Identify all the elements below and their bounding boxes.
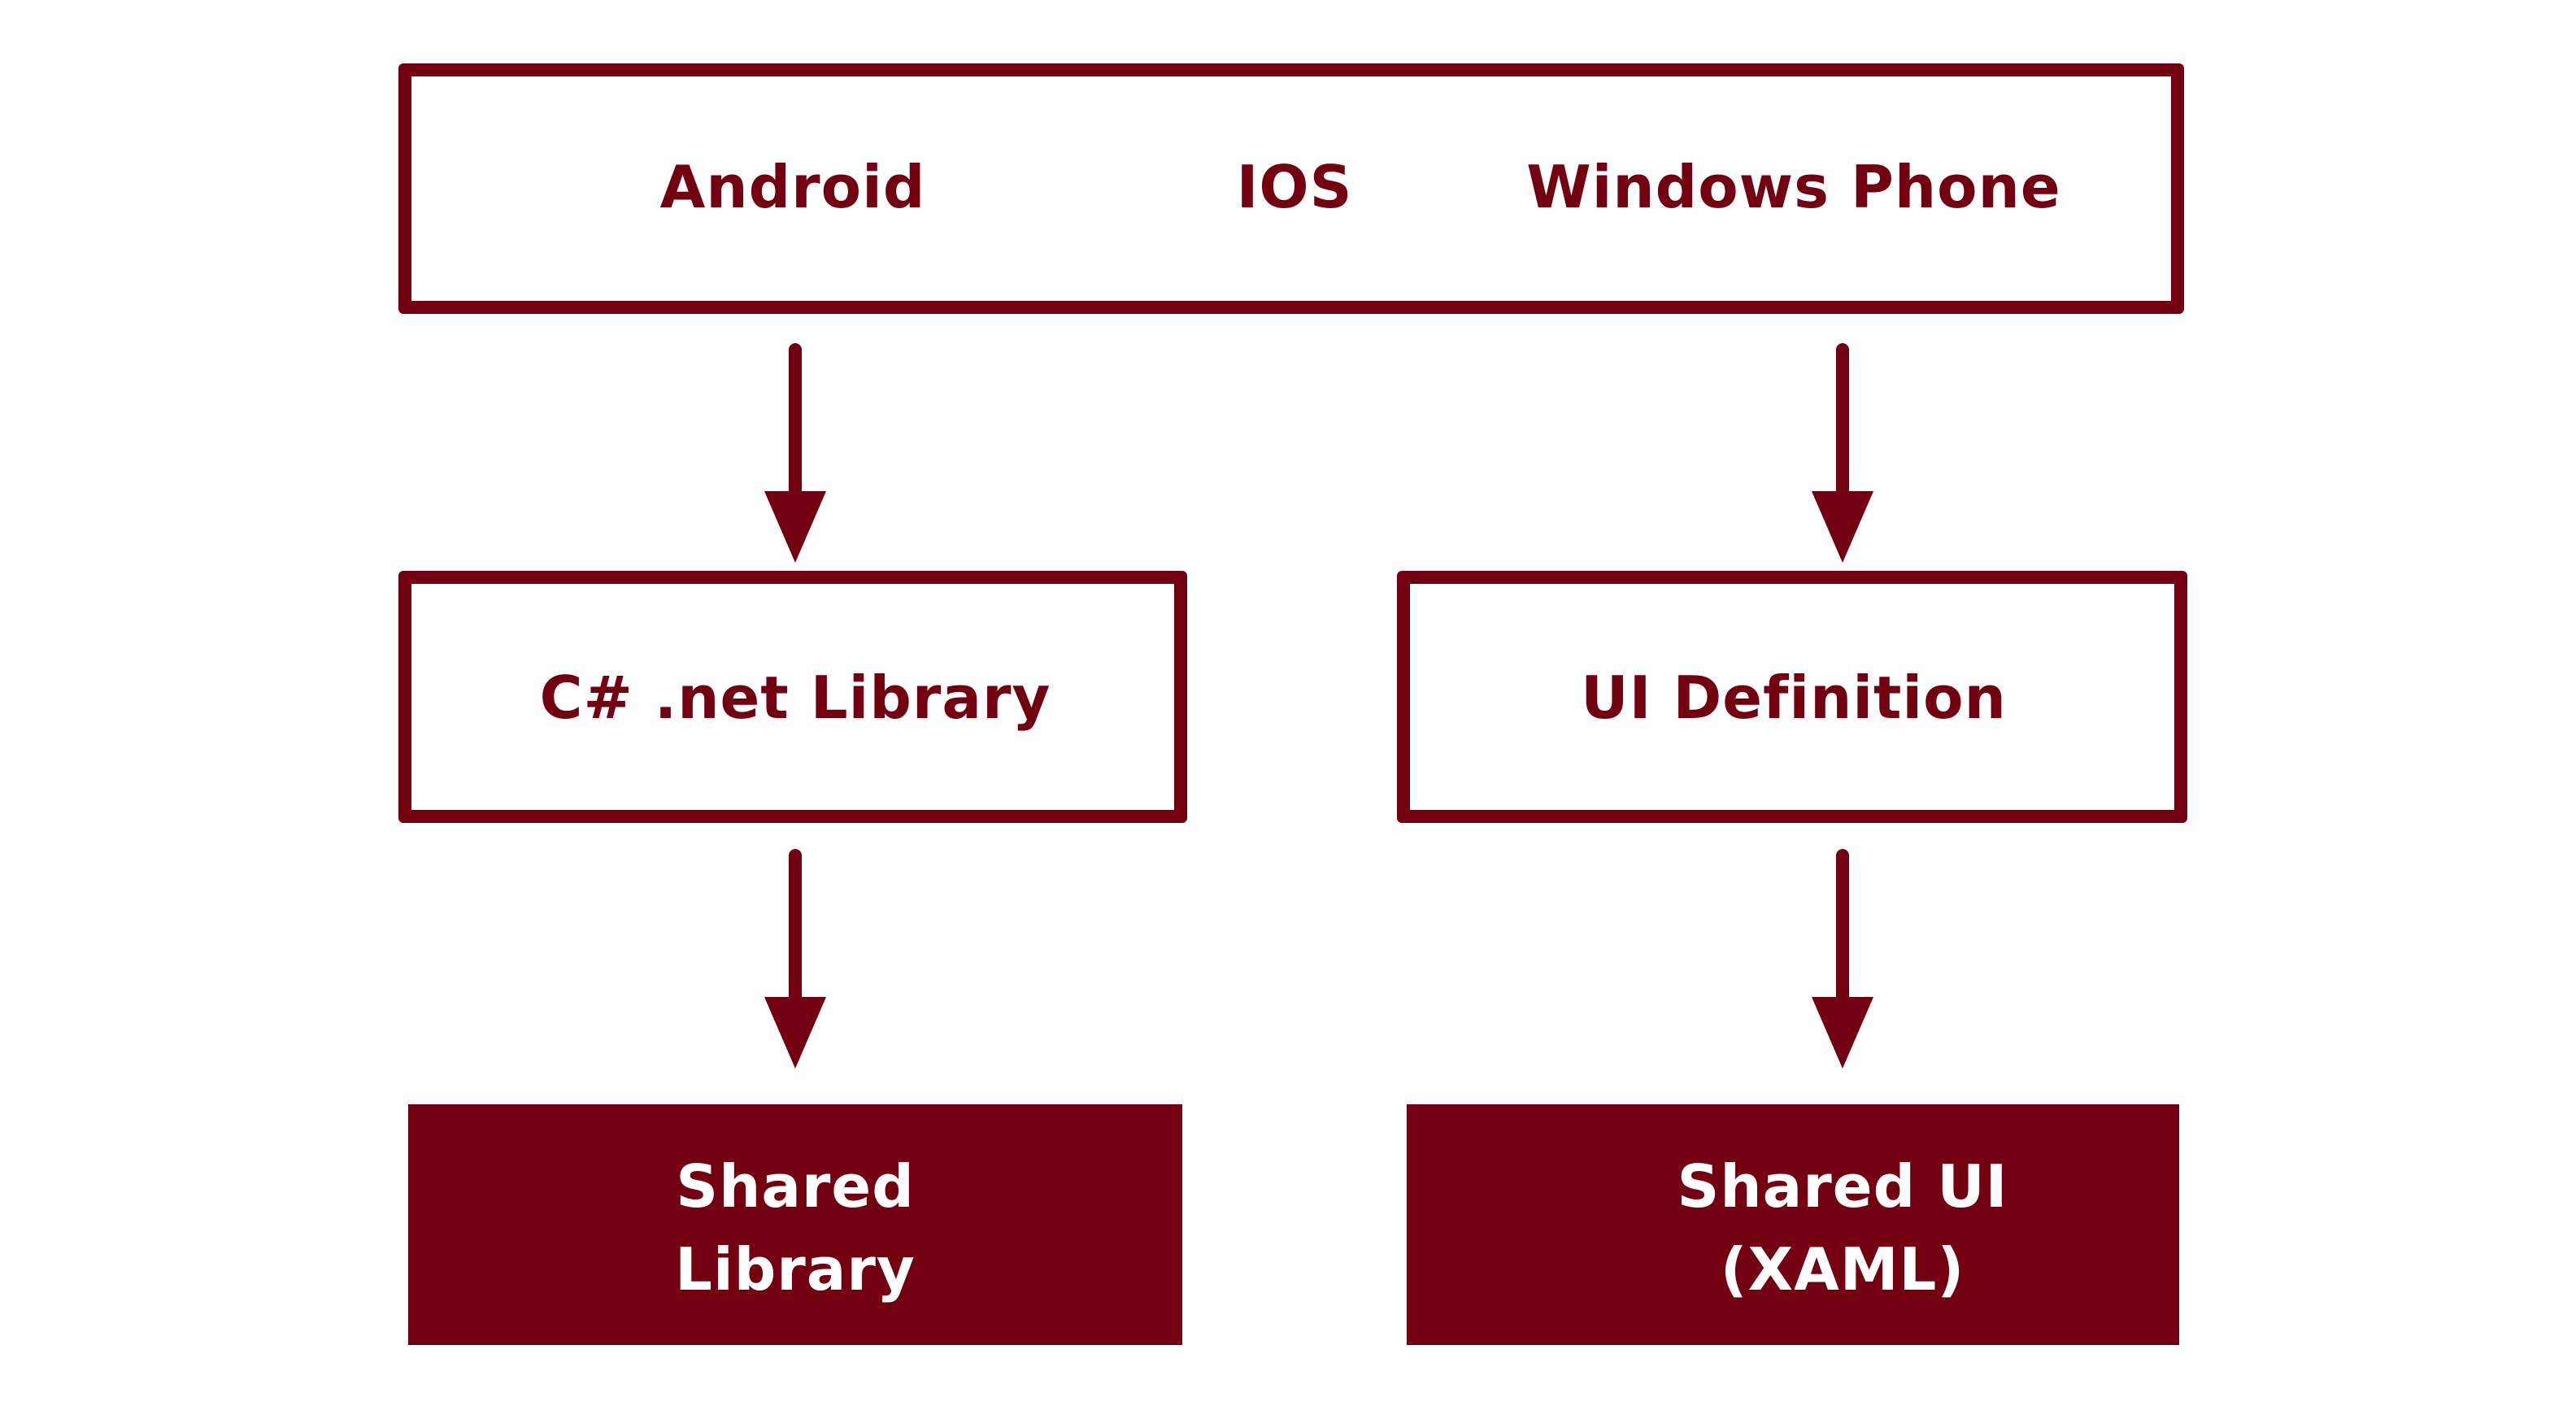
arrow-platforms-to-library: [764, 343, 826, 563]
platform-windows-phone: Windows Phone: [1526, 153, 2061, 221]
shared-library-line1: Shared: [676, 1151, 915, 1221]
library-box-label: C# .net Library: [539, 664, 1051, 732]
arrow-ui-definition-to-shared-ui: [1812, 849, 1873, 1069]
shared-library-line2: Library: [675, 1235, 916, 1304]
arrow-library-to-shared-library: [764, 849, 826, 1069]
ui-definition-box: [1397, 571, 2187, 823]
shared-library-box: [408, 1104, 1182, 1345]
shared-ui-label: Shared UI (XAML): [1677, 1145, 2008, 1311]
platforms-box: [398, 63, 2184, 314]
shared-ui-line2: (XAML): [1720, 1235, 1965, 1304]
platform-ios: IOS: [1236, 153, 1353, 221]
library-box: [398, 571, 1187, 823]
arrow-platforms-to-ui-definition: [1812, 343, 1873, 563]
shared-ui-line1: Shared UI: [1677, 1151, 2008, 1221]
shared-library-label: Shared Library: [675, 1145, 916, 1311]
ui-definition-box-label: UI Definition: [1581, 664, 2007, 732]
platform-android: Android: [659, 153, 926, 221]
shared-ui-box: [1407, 1104, 2179, 1345]
